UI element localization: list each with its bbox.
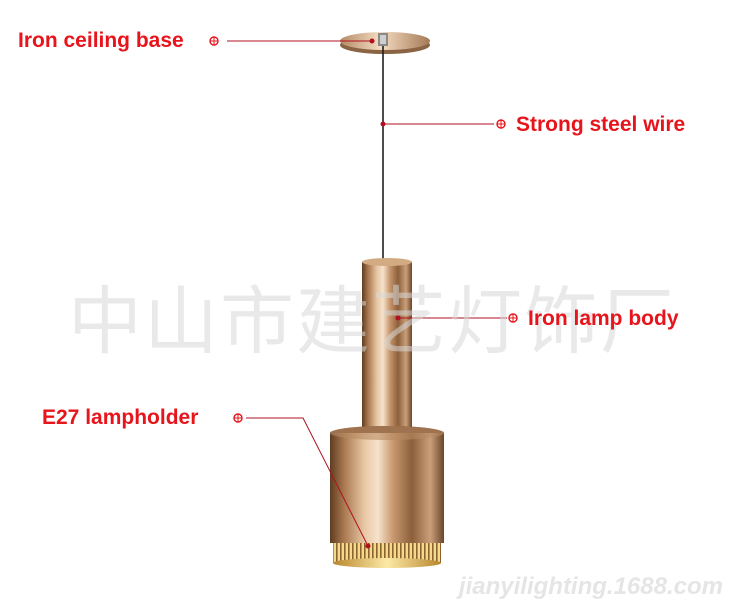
company-watermark: 中山市建艺灯饰厂 xyxy=(68,279,676,365)
target-icons xyxy=(209,36,518,423)
label-steel-wire: Strong steel wire xyxy=(516,113,686,136)
leader-dots xyxy=(365,38,401,549)
leader-lines xyxy=(227,40,507,547)
target-icon xyxy=(209,36,219,46)
lampholder-grill xyxy=(333,543,441,568)
target-icon xyxy=(233,413,243,423)
target-icon xyxy=(508,313,518,323)
site-watermark: jianyilighting.1688.com xyxy=(458,573,723,600)
label-lamp-body: Iron lamp body xyxy=(528,307,679,330)
ceiling-base xyxy=(340,32,430,54)
label-ceiling-base: Iron ceiling base xyxy=(18,29,184,52)
target-icon xyxy=(496,119,506,129)
label-lampholder: E27 lampholder xyxy=(42,406,199,429)
lamp-shade xyxy=(330,426,444,543)
